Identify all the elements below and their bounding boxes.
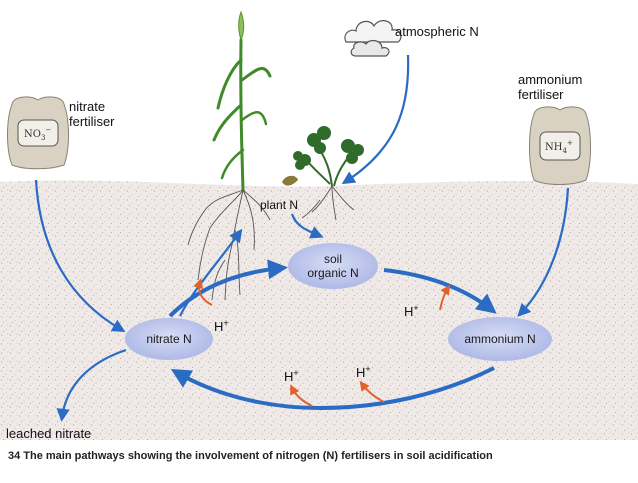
proton-base: H	[284, 369, 294, 384]
ammonium-fertiliser-line2: fertiliser	[518, 87, 564, 102]
arrow-ammonium-n-to-nitrate-n	[170, 366, 495, 411]
proton-base: H	[214, 319, 224, 334]
nitrate-fertiliser-label: nitrate fertiliser	[69, 99, 115, 129]
proton-charge: +	[223, 318, 229, 328]
proton-label-nitrification-2: H+	[356, 364, 371, 380]
acid-arrow-nitrification-1	[290, 384, 313, 407]
proton-base: H	[404, 304, 414, 319]
nitrate-fertiliser-line1: nitrate	[69, 99, 106, 114]
arrow-nitrate-n-to-plant	[179, 228, 243, 317]
figure-caption: 34 The main pathways showing the involve…	[8, 450, 493, 462]
proton-base: H	[356, 365, 366, 380]
proton-label-mineralisation: H+	[404, 303, 419, 319]
leached-nitrate-label: leached nitrate	[6, 426, 92, 441]
arrow-nitrate-fertiliser-to-nitrate-n	[34, 179, 126, 332]
soil-organic-n-node	[288, 243, 378, 289]
arrow-nitrate-n-to-soil-organic-n	[168, 259, 288, 318]
atmospheric-n-label: atmospheric N	[395, 24, 479, 39]
arrow-ammonium-fertiliser-to-ammonium-n	[517, 187, 570, 317]
plant-n-label: plant N	[260, 198, 299, 212]
ammonium-n-label: ammonium N	[464, 332, 536, 346]
cloud-icon	[344, 20, 402, 57]
ammonium-n-node	[448, 317, 552, 361]
ammonium-formula: NH4+	[545, 139, 573, 155]
acid-arrow-nitrification-2	[359, 380, 385, 403]
soil-organic-n-line1: soil	[323, 252, 342, 266]
arrow-plant-n-to-soil-organic-n	[290, 213, 324, 239]
soil-organic-n-line2: organic N	[307, 266, 359, 280]
nitrate-formula: NO3−	[24, 126, 51, 142]
proton-label-nitrate-uptake: H+	[214, 318, 229, 334]
wheat-plant-icon	[212, 10, 272, 192]
nitrate-n-node	[125, 318, 213, 360]
proton-label-nitrification-1: H+	[284, 368, 299, 384]
nitrate-fertiliser-line2: fertiliser	[69, 114, 115, 129]
nitrate-n-label: nitrate N	[146, 332, 192, 346]
soil-organic-n-label: soil organic N	[288, 252, 378, 280]
roots-icon	[187, 185, 355, 301]
arrow-atmospheric-to-clover	[341, 54, 410, 185]
proton-charge: +	[293, 368, 299, 378]
acid-arrow-nitrate-uptake	[193, 278, 213, 306]
clover-plant-icon	[282, 126, 364, 187]
ammonium-fertiliser-label: ammonium fertiliser	[518, 72, 582, 102]
ammonium-fertiliser-line1: ammonium	[518, 72, 583, 87]
ammonium-fertiliser-bag-icon	[529, 106, 591, 185]
proton-charge: +	[365, 364, 371, 374]
acid-arrow-mineralisation	[439, 284, 451, 311]
nitrate-fertiliser-bag-icon	[7, 96, 69, 170]
arrow-nitrate-n-to-leached	[56, 348, 127, 422]
arrow-soil-organic-n-to-ammonium-n	[383, 268, 497, 314]
proton-charge: +	[413, 303, 419, 313]
